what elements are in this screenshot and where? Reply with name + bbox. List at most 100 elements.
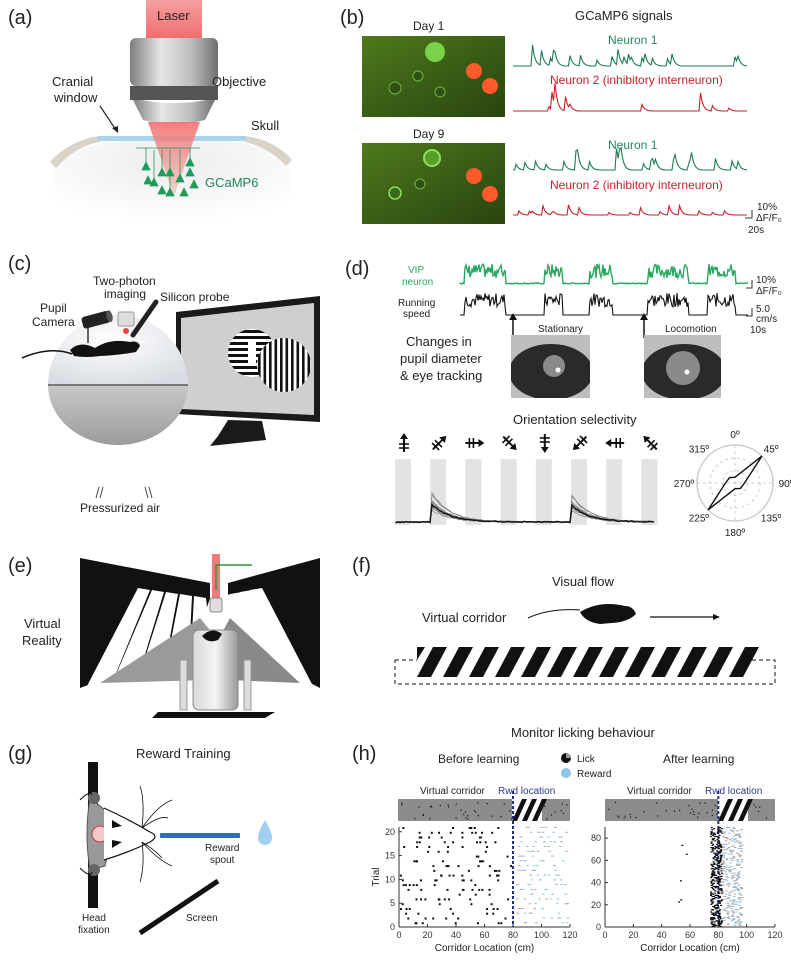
silicon-probe — [130, 299, 159, 338]
reward-mark — [523, 898, 526, 900]
y-tick-label: 5 — [390, 898, 395, 908]
lick-mark — [710, 841, 713, 843]
lick-mark — [474, 831, 477, 834]
reward-mark — [539, 879, 542, 881]
lick-mark — [710, 894, 713, 896]
two-photon-label: Two-photon — [93, 274, 156, 288]
reward-mark — [726, 883, 729, 885]
arrowhead — [509, 313, 517, 320]
panel-label-g: (g) — [8, 743, 32, 765]
reward-mark — [722, 857, 726, 858]
reward-mark — [740, 897, 744, 898]
after-learning-title: After learning — [663, 752, 734, 766]
scale-bar-speed — [746, 308, 753, 317]
reward-mark — [550, 917, 553, 919]
lick-mark — [720, 875, 723, 878]
lick-mark — [490, 903, 493, 906]
reward-mark — [530, 879, 534, 881]
reward-mark — [737, 873, 741, 875]
lick-mark — [718, 880, 721, 882]
reward-mark — [738, 871, 741, 873]
reward-mark — [733, 918, 736, 920]
lick-mark — [714, 874, 717, 876]
lick-mark — [718, 921, 721, 923]
lick-mark — [719, 845, 722, 848]
stimulus-bar-180 — [535, 459, 552, 525]
mouse-tail — [21, 350, 73, 359]
direction-icon-180 — [539, 434, 550, 453]
lick-mark — [461, 831, 464, 834]
lick-mark — [710, 827, 713, 829]
reward-mark — [733, 872, 736, 874]
lick-mark — [717, 889, 720, 891]
lick-mark — [719, 854, 722, 856]
lick-mark — [716, 864, 719, 866]
scale-b-unit: ΔF/F₀ — [756, 213, 782, 224]
lick-mark — [710, 847, 713, 849]
reward-mark — [521, 869, 524, 871]
reward-mark — [738, 835, 741, 837]
lick-mark — [717, 872, 720, 874]
reward-mark — [542, 917, 545, 919]
reward-mark — [721, 832, 725, 834]
reward-mark — [533, 908, 536, 909]
lick-mark — [470, 879, 473, 882]
lick-mark — [494, 841, 497, 844]
lick-mark — [452, 827, 455, 829]
lick-mark — [432, 917, 435, 920]
reward-mark — [724, 843, 727, 845]
reward-mark — [732, 899, 736, 901]
lick-mark — [721, 872, 723, 874]
lick-mark — [420, 898, 422, 901]
reward-mark — [519, 888, 523, 890]
after-corridor-label: Virtual corridor — [627, 786, 693, 797]
polar-label-45: 45º — [764, 444, 779, 455]
before-corridor-label: Virtual corridor — [420, 786, 486, 797]
lick-mark — [497, 879, 500, 882]
lick-mark — [710, 851, 713, 853]
vr-label-2: Reality — [22, 633, 62, 648]
lick-mark — [712, 871, 715, 873]
reward-mark — [532, 846, 535, 847]
reward-mark — [531, 869, 534, 871]
y-tick-label: 15 — [385, 851, 395, 861]
locomotion-label: Locomotion — [665, 324, 717, 335]
lick-mark — [711, 895, 714, 898]
lick-mark — [419, 879, 422, 882]
reward-mark — [732, 874, 736, 876]
reward-mark — [553, 841, 557, 843]
reward-mark — [727, 853, 730, 855]
reward-mark — [565, 831, 568, 833]
lick-mark — [712, 863, 715, 865]
lick-mark — [717, 891, 720, 893]
reward-mark — [735, 879, 739, 881]
head-fixation-label: Head — [82, 913, 106, 924]
lick-mark — [477, 922, 479, 925]
lick-mark — [462, 879, 465, 882]
reward-mark — [738, 854, 741, 856]
lick-mark — [435, 879, 438, 882]
reward-mark — [736, 888, 739, 890]
lick-mark — [710, 842, 713, 844]
y-tick-label: 80 — [591, 833, 601, 843]
corridor-strip-before — [398, 799, 570, 821]
objective-label: Objective — [212, 74, 266, 89]
polar-label-180: 180º — [725, 528, 746, 539]
reward-mark — [539, 836, 542, 838]
lick-mark — [719, 879, 722, 881]
reward-mark — [723, 917, 726, 918]
lick-mark — [710, 891, 713, 893]
lick-mark — [469, 898, 472, 901]
lick-mark — [714, 867, 717, 869]
reward-mark — [733, 885, 737, 887]
lick-mark — [720, 900, 723, 902]
lick-mark — [716, 860, 719, 862]
lick-mark — [481, 831, 483, 834]
corridor-stripes — [417, 647, 759, 677]
reward-mark — [557, 874, 561, 876]
lick-mark — [443, 841, 446, 844]
lick-mark — [714, 848, 716, 850]
reward-mark — [732, 887, 735, 888]
lick-mark — [484, 841, 487, 844]
x-axis-label: Corridor Location (cm) — [640, 943, 739, 954]
